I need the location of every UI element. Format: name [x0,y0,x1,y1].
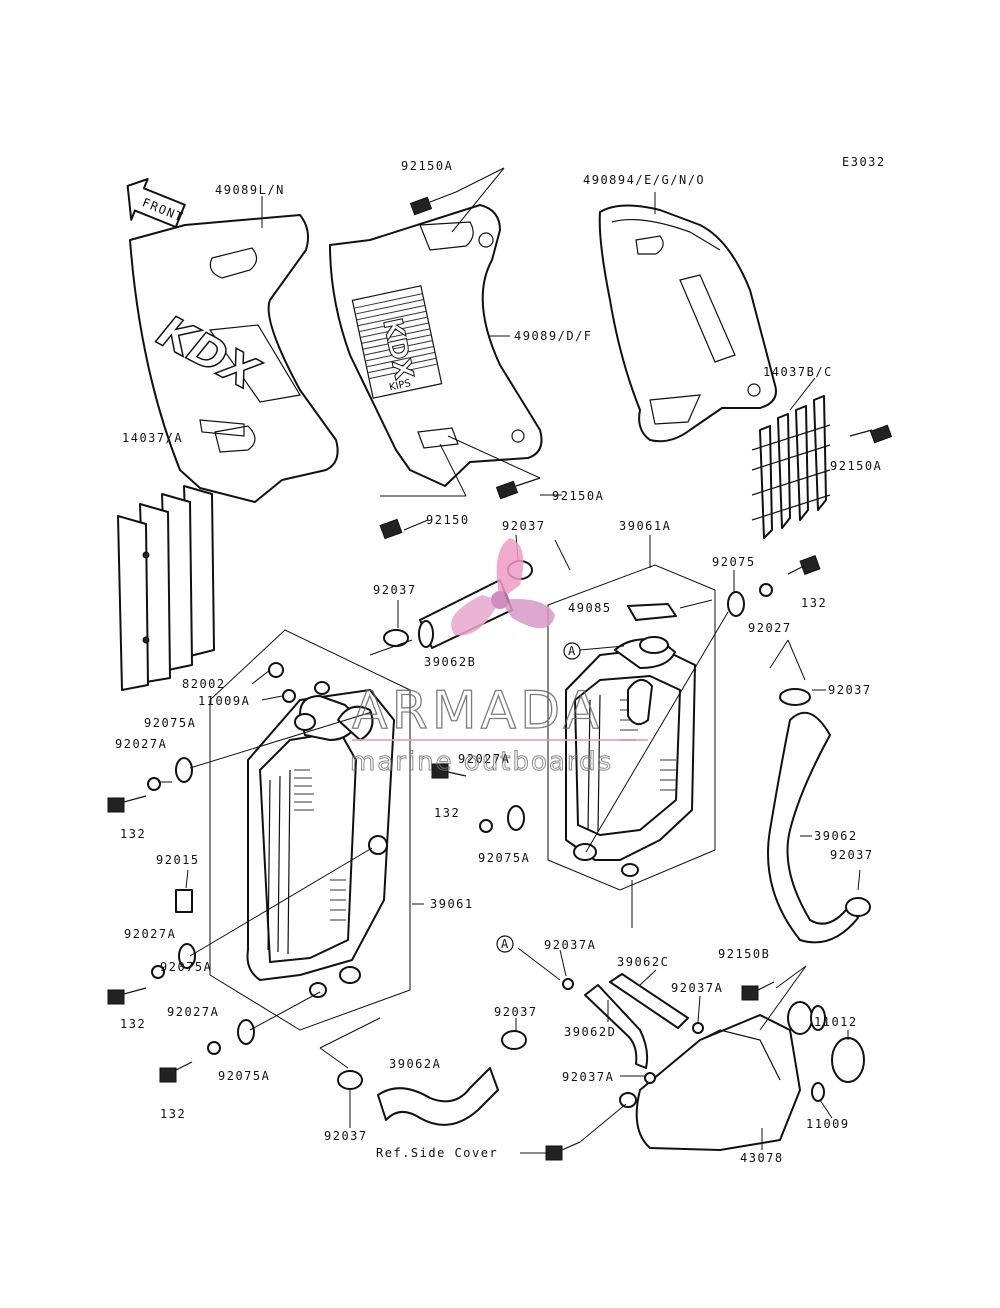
label-132-a: 132 [801,596,827,610]
label-92027A-a: 92027A [115,737,167,751]
label-11009A: 11009A [198,694,250,708]
label-92150A: 92150A [401,159,453,173]
label-92037-f: 92037 [324,1129,368,1143]
right-shroud [598,204,777,443]
label-39062B: 39062B [424,655,476,669]
svg-text:A: A [568,644,577,658]
label-39061: 39061 [430,897,474,911]
label-132-c: 132 [434,806,460,820]
label-14037BC: 14037B/C [763,365,833,379]
label-11009: 11009 [806,1117,850,1131]
label-39062: 39062 [814,829,858,843]
reference-marker-a-2: A [496,935,514,953]
leader-lines [158,167,861,1154]
label-132-d: 132 [120,1017,146,1031]
label-92150A-mid: 92150A [552,489,604,503]
label-11012: 11012 [814,1015,858,1029]
label-92037A-a: 92037A [544,938,596,952]
label-49089DF: 49089/D/F [514,329,593,343]
left-radiator [209,629,411,1031]
label-92037-b: 92037 [373,583,417,597]
label-92150: 92150 [426,513,470,527]
label-43078: 43078 [740,1151,784,1165]
label-490894: 490894/E/G/N/O [583,173,705,187]
right-radiator-louver [751,395,831,539]
label-39062D: 39062D [564,1025,616,1039]
label-92037A-c: 92037A [562,1070,614,1084]
label-39061A: 39061A [619,519,671,533]
label-49085: 49085 [568,601,612,615]
diagram-code: E3032 [842,155,886,169]
part-labels: 92150A 49089L/N 490894/E/G/N/O 49089/D/F… [115,159,882,1165]
reference-marker-a-1: A [563,642,625,660]
label-132-e: 132 [160,1107,186,1121]
label-92037A-b: 92037A [671,981,723,995]
hose-39062A [377,1067,499,1126]
label-92075A-c: 92075A [160,960,212,974]
center-shroud: KDX KIPS [329,204,543,487]
watermark-propeller-icon [451,538,555,636]
label-92075A-a: 92075A [144,716,196,730]
label-92037-a: 92037 [502,519,546,533]
right-radiator [547,564,716,891]
hose-39062D [584,984,649,1069]
label-92075A-d: 92075A [218,1069,270,1083]
watermark-tagline: marine outboards [350,747,613,777]
label-92015: 92015 [156,853,200,867]
label-92027: 92027 [748,621,792,635]
svg-text:A: A [501,937,510,951]
hose-39062 [767,711,859,944]
label-92150A-right: 92150A [830,459,882,473]
label-39062C: 39062C [617,955,669,969]
hose-39062C [609,973,689,1029]
label-82002: 82002 [182,677,226,691]
watermark-brand: ARMADA [352,681,603,741]
left-shroud: KDX [129,214,339,503]
label-49089LN: 49089L/N [215,183,285,197]
label-92075-a: 92075 [712,555,756,569]
label-92027A-d: 92027A [167,1005,219,1019]
label-132-b: 132 [120,827,146,841]
label-92037-d: 92037 [830,848,874,862]
watermark: ARMADA marine outboards [350,538,648,778]
label-ref-side-cover: Ref.Side Cover [376,1146,498,1160]
label-39062A: 39062A [389,1057,441,1071]
left-radiator-louver [117,485,215,691]
label-92075A-b: 92075A [478,851,530,865]
reservoir-tank [619,1001,865,1151]
label-14037A: 14037/A [122,431,183,445]
label-92037-e: 92037 [494,1005,538,1019]
label-92037-c: 92037 [828,683,872,697]
label-92027A-c: 92027A [124,927,176,941]
label-92150B: 92150B [718,947,770,961]
center-shroud-sub: KIPS [388,378,412,393]
label-92027A-b: 92027A [458,752,510,766]
